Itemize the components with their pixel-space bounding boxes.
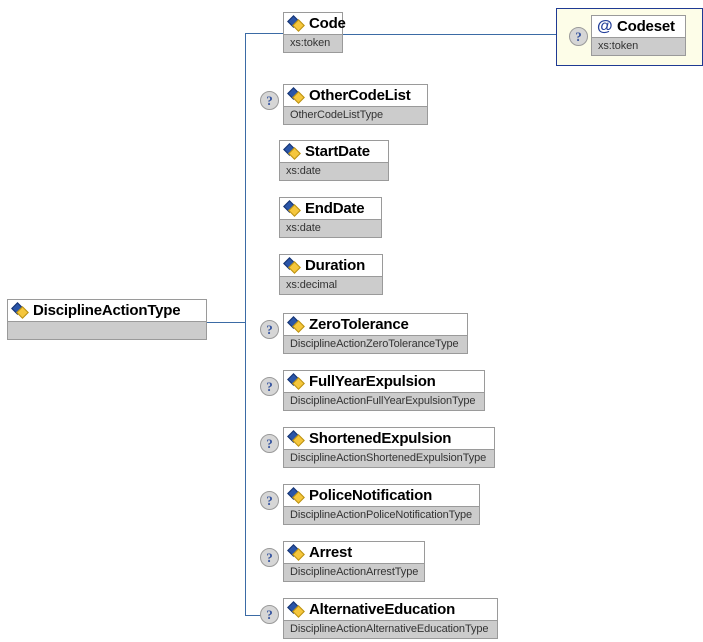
node-type-row: DisciplineActionPoliceNotificationType [284, 506, 479, 524]
optional-marker-alternativeeducation: ? [260, 605, 279, 624]
node-duration[interactable]: Duration xs:decimal [279, 254, 383, 295]
node-label: StartDate [305, 143, 370, 160]
connector-trunk [245, 33, 246, 616]
node-name-row: Duration [280, 255, 382, 276]
node-label: ZeroTolerance [309, 316, 409, 333]
node-name-row: DisciplineActionType [8, 300, 206, 321]
node-name-row: AlternativeEducation [284, 599, 497, 620]
node-label: PoliceNotification [309, 487, 433, 504]
element-icon [11, 301, 29, 319]
node-type-row: xs:decimal [280, 276, 382, 294]
node-type-row: OtherCodeListType [284, 106, 427, 124]
element-icon [283, 256, 301, 274]
node-name-row: FullYearExpulsion [284, 371, 484, 392]
node-zerotolerance[interactable]: ZeroTolerance DisciplineActionZeroTolera… [283, 313, 468, 354]
optional-marker-policenotification: ? [260, 491, 279, 510]
node-name-row: Code [284, 13, 346, 34]
node-startdate[interactable]: StartDate xs:date [279, 140, 389, 181]
connector-stub-alternativeeducation [245, 615, 262, 616]
node-arrest[interactable]: Arrest DisciplineActionArrestType [283, 541, 425, 582]
optional-marker-shortenedexpulsion: ? [260, 434, 279, 453]
optional-marker-othercodelist: ? [260, 91, 279, 110]
node-label: FullYearExpulsion [309, 373, 436, 390]
node-shortenedexpulsion[interactable]: ShortenedExpulsion DisciplineActionShort… [283, 427, 495, 468]
node-name-row: ZeroTolerance [284, 314, 467, 335]
node-label: Codeset [617, 18, 675, 35]
node-name-row: StartDate [280, 141, 388, 162]
node-type-row: xs:token [284, 34, 342, 52]
node-label: Arrest [309, 544, 352, 561]
element-icon [287, 315, 305, 333]
element-icon [287, 600, 305, 618]
node-type-row: DisciplineActionZeroToleranceType [284, 335, 467, 353]
node-type-row [8, 321, 206, 339]
node-label: ShortenedExpulsion [309, 430, 452, 447]
connector-root-stub [207, 322, 246, 323]
element-icon [287, 429, 305, 447]
node-enddate[interactable]: EndDate xs:date [279, 197, 382, 238]
element-icon [287, 543, 305, 561]
node-name-row: @ Codeset [592, 16, 685, 37]
element-icon [287, 14, 305, 32]
node-othercodelist[interactable]: OtherCodeList OtherCodeListType [283, 84, 428, 125]
at-icon: @ [597, 17, 613, 35]
node-type-row: DisciplineActionFullYearExpulsionType [284, 392, 484, 410]
node-fullyearexpulsion[interactable]: FullYearExpulsion DisciplineActionFullYe… [283, 370, 485, 411]
connector-code-to-codeset [343, 34, 556, 35]
node-alternativeeducation[interactable]: AlternativeEducation DisciplineActionAlt… [283, 598, 498, 639]
node-codeset[interactable]: @ Codeset xs:token [591, 15, 686, 56]
optional-marker-fullyearexpulsion: ? [260, 377, 279, 396]
node-name-row: OtherCodeList [284, 85, 427, 106]
node-name-row: PoliceNotification [284, 485, 479, 506]
element-icon [283, 199, 301, 217]
node-type-row: DisciplineActionArrestType [284, 563, 424, 581]
node-policenotification[interactable]: PoliceNotification DisciplineActionPolic… [283, 484, 480, 525]
connector-stub-code [245, 33, 283, 34]
node-label: Duration [305, 257, 366, 274]
node-type-row: xs:date [280, 162, 388, 180]
node-type-row: DisciplineActionAlternativeEducationType [284, 620, 497, 638]
node-name-row: ShortenedExpulsion [284, 428, 494, 449]
element-icon [287, 86, 305, 104]
node-name-row: Arrest [284, 542, 424, 563]
optional-marker-codeset: ? [569, 27, 588, 46]
node-label: DisciplineActionType [33, 302, 181, 319]
node-label: AlternativeEducation [309, 601, 456, 618]
element-icon [287, 486, 305, 504]
node-type-row: xs:date [280, 219, 381, 237]
optional-marker-zerotolerance: ? [260, 320, 279, 339]
optional-marker-arrest: ? [260, 548, 279, 567]
element-icon [287, 372, 305, 390]
node-label: Code [309, 15, 346, 32]
node-disciplineactiontype[interactable]: DisciplineActionType [7, 299, 207, 340]
node-code[interactable]: Code xs:token [283, 12, 346, 53]
node-type-row: xs:token [592, 37, 685, 55]
node-name-row: EndDate [280, 198, 381, 219]
node-type-row: DisciplineActionShortenedExpulsionType [284, 449, 494, 467]
node-label: EndDate [305, 200, 365, 217]
element-icon [283, 142, 301, 160]
node-label: OtherCodeList [309, 87, 411, 104]
